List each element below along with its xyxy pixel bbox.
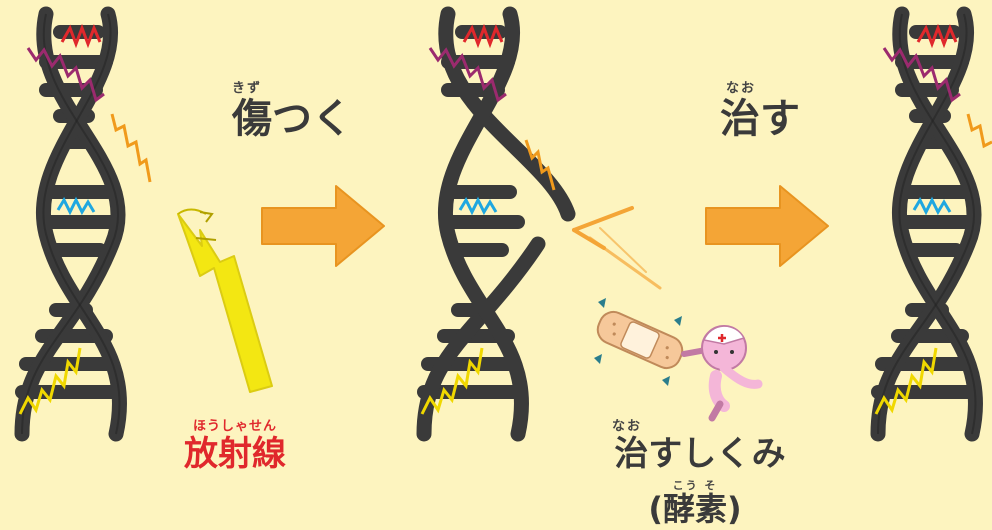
- dna-helix-right: [876, 14, 992, 434]
- mechanism-text: 治すしくみ: [614, 434, 786, 474]
- repair-label: なお 治す: [712, 82, 808, 139]
- damage-text: 傷つく: [232, 96, 352, 142]
- repair-ruby: なお: [726, 81, 757, 96]
- enzyme-character-icon: [681, 325, 763, 422]
- damage-label: きず 傷つく: [222, 82, 362, 139]
- sparkle-icons: [594, 298, 682, 386]
- dna-helix-left: [20, 14, 152, 434]
- dna-helix-middle: [416, 6, 576, 442]
- enzyme-label: こう そ (酵素): [630, 480, 760, 525]
- right-arrow-icon-1: [261, 185, 385, 267]
- repair-text: 治す: [720, 96, 800, 142]
- repair-motion-icon: [572, 206, 662, 290]
- enzyme-text: (酵素): [648, 490, 742, 528]
- mechanism-ruby: なお: [612, 419, 643, 434]
- lightning-bolt-icon: [177, 208, 273, 393]
- bandage-icon: [596, 310, 684, 370]
- enzyme-ruby: こう そ: [672, 479, 718, 492]
- mechanism-label: なお 治すしくみ: [600, 420, 800, 471]
- damage-ruby: きず: [232, 81, 263, 96]
- radiation-text: 放射線: [184, 434, 286, 474]
- radiation-label: ほうしゃせん 放射線: [170, 420, 300, 471]
- right-arrow-icon-2: [705, 185, 829, 267]
- radiation-ruby: ほうしゃせん: [192, 419, 277, 434]
